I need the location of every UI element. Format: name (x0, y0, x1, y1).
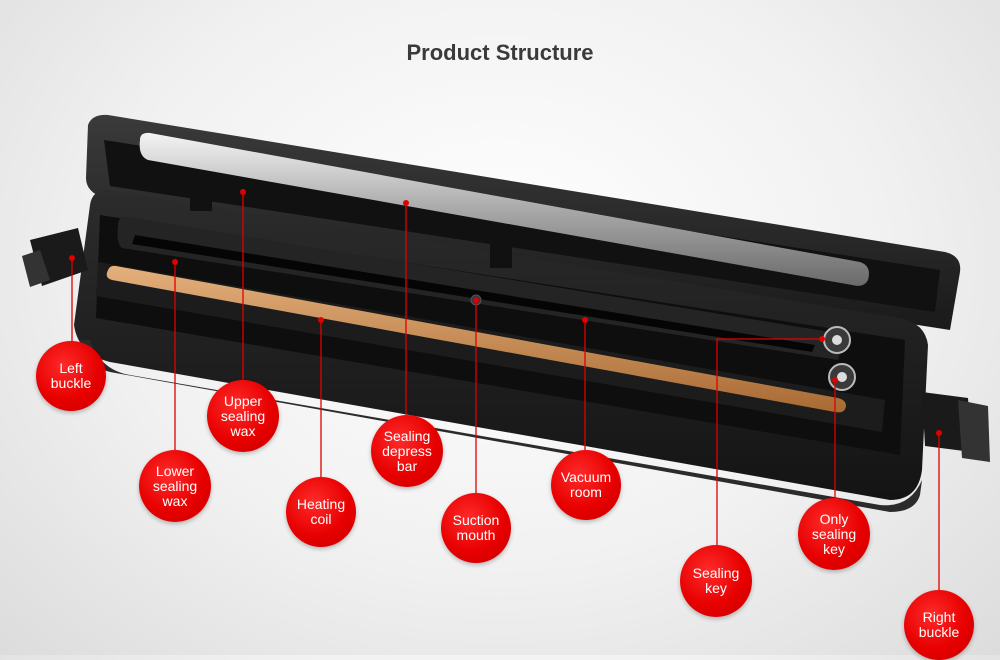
left-buckle-shape (22, 228, 88, 287)
callout-right-buckle: Right buckle (904, 590, 974, 660)
callout-heating-coil: Heating coil (286, 477, 356, 547)
label-vacuum-room: Vacuum room (560, 469, 612, 500)
leader-sealing-key (716, 338, 822, 545)
label-lower-sealing-wax: Lower sealing wax (152, 462, 198, 509)
lid-hinge-left (190, 185, 212, 211)
callout-lower-sealing-wax: Lower sealing wax (139, 450, 211, 522)
label-heating-coil: Heating coil (296, 496, 346, 527)
label-right-buckle: Right buckle (918, 609, 960, 640)
label-only-sealing-key: Only sealing key (811, 510, 857, 557)
lid-hinge-middle (490, 242, 512, 268)
callout-upper-sealing-wax: Upper sealing wax (207, 380, 279, 452)
page-title: Product Structure (406, 40, 594, 65)
callout-sealing-key: Sealing key (680, 545, 752, 617)
label-suction-mouth: Suction mouth (452, 512, 500, 543)
callout-suction-mouth: Suction mouth (441, 493, 511, 563)
leader-dots (69, 189, 942, 436)
callout-left-buckle: Left buckle (36, 341, 106, 411)
callout-vacuum-room: Vacuum room (551, 450, 621, 520)
right-buckle-shape (922, 392, 990, 462)
label-upper-sealing-wax: Upper sealing wax (220, 392, 266, 439)
leader-lines (71, 192, 940, 592)
label-sealing-key: Sealing key (692, 565, 740, 596)
sealing-depress-bar-shape (139, 132, 869, 286)
label-sealing-depress-bar: Sealing depress bar (382, 427, 432, 474)
callout-only-sealing-key: Only sealing key (798, 498, 870, 570)
callout-sealing-depress-bar: Sealing depress bar (371, 415, 443, 487)
label-left-buckle: Left buckle (50, 360, 92, 391)
